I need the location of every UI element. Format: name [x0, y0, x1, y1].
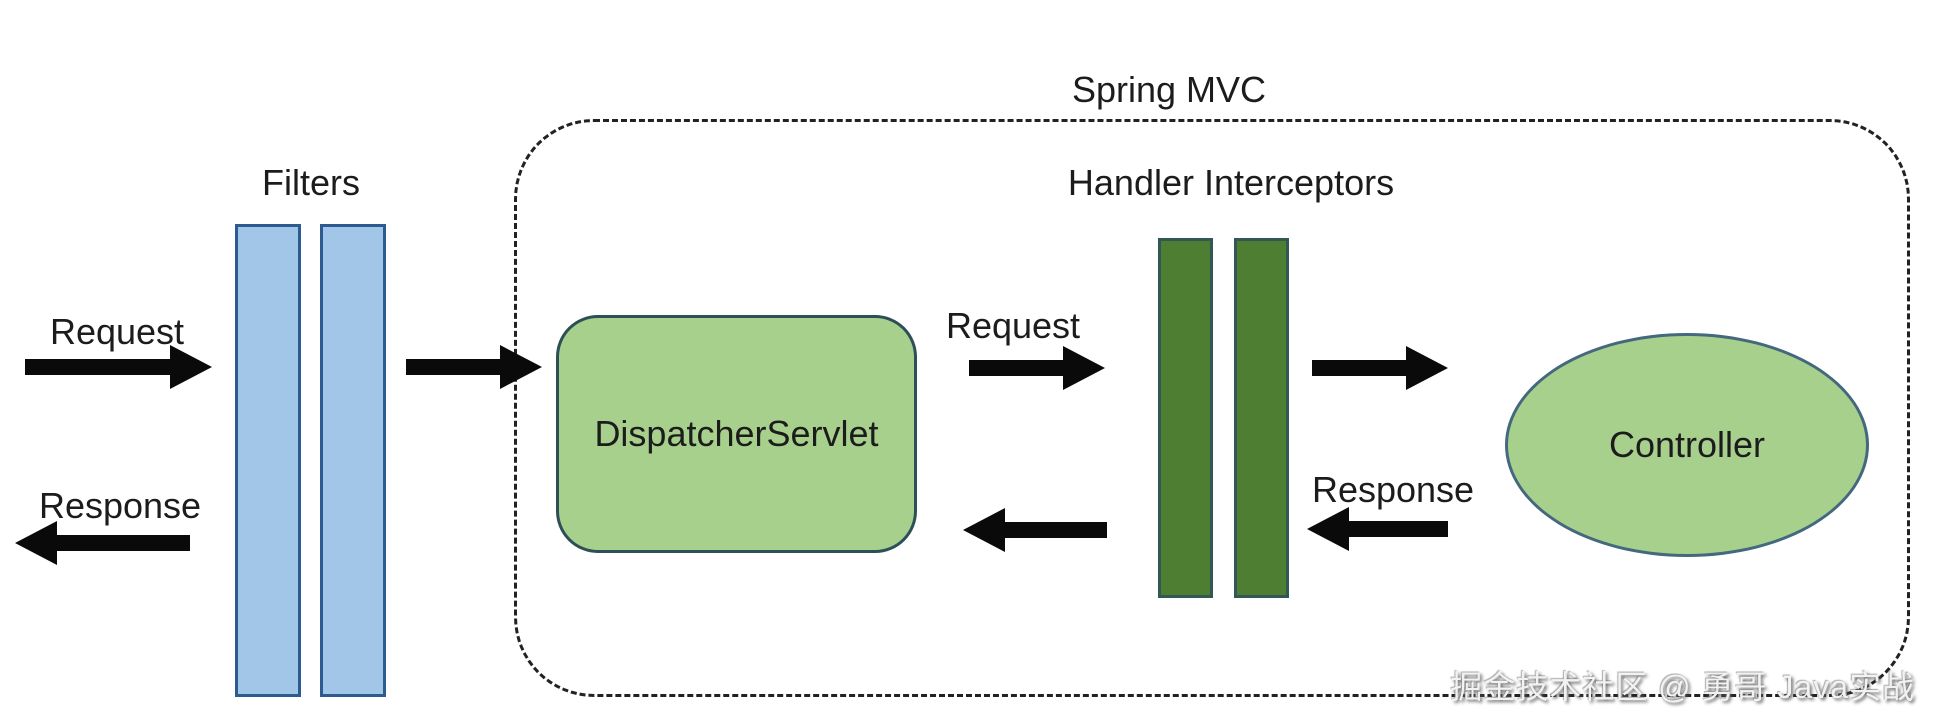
request-arrow-into-filters — [25, 345, 212, 389]
inner-response-label: Response — [1311, 469, 1475, 510]
arrow-shaft — [57, 535, 190, 551]
spring-mvc-dashed-container — [514, 119, 1910, 697]
arrow-controller-to-interceptors — [1307, 507, 1448, 551]
arrow-right-icon — [170, 345, 212, 389]
arrow-left-icon — [1307, 507, 1349, 551]
handler-interceptors-label: Handler Interceptors — [1067, 162, 1395, 203]
spring-mvc-title: Spring MVC — [1071, 69, 1267, 110]
arrow-shaft — [1312, 360, 1406, 376]
arrow-left-icon — [963, 508, 1005, 552]
arrow-right-icon — [1063, 346, 1105, 390]
arrow-dispatcher-to-interceptors — [969, 346, 1105, 390]
arrow-interceptors-to-controller — [1312, 346, 1448, 390]
arrow-shaft — [406, 359, 500, 375]
filters-label: Filters — [262, 162, 360, 203]
controller-node: Controller — [1505, 333, 1869, 557]
interceptor-bar-2 — [1234, 238, 1289, 598]
filter-bar-2 — [320, 224, 386, 697]
arrow-shaft — [25, 359, 170, 375]
arrow-shaft — [1349, 521, 1448, 537]
arrow-right-icon — [1406, 346, 1448, 390]
arrow-right-icon — [500, 345, 542, 389]
arrow-shaft — [1005, 522, 1107, 538]
arrow-filters-to-dispatcher — [406, 345, 542, 389]
arrow-interceptors-to-dispatcher — [963, 508, 1107, 552]
watermark-text: 掘金技术社区 @ 勇哥 Java实战 — [1450, 669, 1915, 705]
outer-response-label: Response — [38, 485, 202, 526]
interceptor-bar-1 — [1158, 238, 1213, 598]
response-arrow-out-of-filters — [15, 521, 190, 565]
dispatcher-servlet-node: DispatcherServlet — [556, 315, 917, 553]
filter-bar-1 — [235, 224, 301, 697]
controller-label: Controller — [1608, 424, 1766, 466]
inner-request-label: Request — [945, 305, 1081, 346]
dispatcher-servlet-label: DispatcherServlet — [594, 413, 879, 455]
outer-request-label: Request — [49, 311, 185, 352]
arrow-left-icon — [15, 521, 57, 565]
arrow-shaft — [969, 360, 1063, 376]
